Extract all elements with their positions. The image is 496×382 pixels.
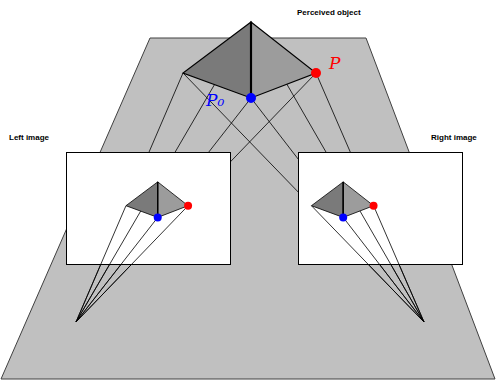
pyramid-edge [157, 182, 158, 217]
image-plane-box: Right image [298, 152, 463, 265]
point-p0-dot [246, 93, 256, 103]
pyramid-face [251, 22, 316, 98]
pyramid-face [343, 182, 373, 217]
image-plane-fill [298, 152, 463, 265]
pyramid-face [311, 182, 343, 217]
perceived-pyramid [183, 22, 321, 103]
image-plane-box: Left image [66, 152, 231, 265]
projection-ray [76, 206, 126, 322]
projected-pyramid [311, 182, 377, 221]
projection-ray [343, 182, 424, 322]
projection-ray [374, 206, 424, 322]
point-label: P₀ [206, 90, 224, 110]
pyramid-face [126, 182, 158, 217]
pyramid-edge [342, 182, 343, 217]
image-plane-fill [66, 152, 231, 265]
point-p-dot [184, 202, 192, 210]
point-p0-dot [154, 213, 162, 221]
image-heading: Right image [431, 133, 477, 142]
pyramid-face [183, 22, 251, 98]
projection-ray [343, 217, 424, 322]
image-heading: Left image [9, 133, 49, 142]
point-p0-dot [339, 213, 347, 221]
projection-ray [76, 217, 158, 322]
pyramid-edge [250, 22, 252, 98]
point-p-dot [311, 68, 321, 78]
point-p-dot [370, 202, 378, 210]
projection-ray [311, 206, 424, 322]
projection-ray [76, 206, 188, 322]
point-label: P [329, 53, 340, 73]
projected-images [76, 182, 424, 322]
pyramid-face [158, 182, 188, 217]
projection-ray [76, 182, 158, 322]
object-caption: Perceived object [297, 8, 361, 17]
projected-pyramid [126, 182, 192, 221]
